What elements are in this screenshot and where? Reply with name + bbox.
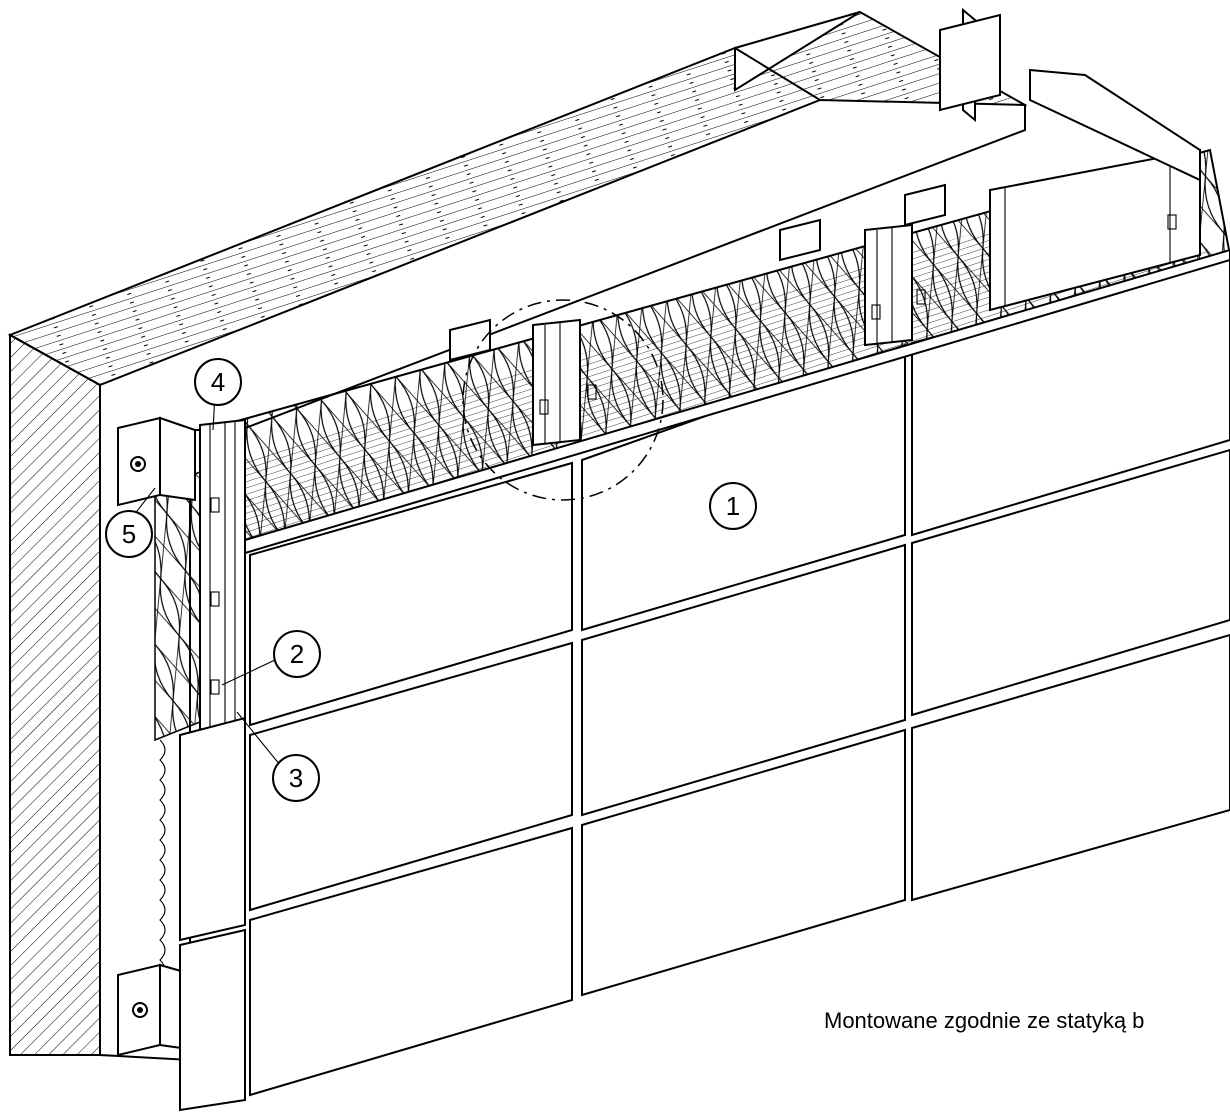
- panel-edge-1: [179, 716, 246, 942]
- vertical-rail-center: [532, 318, 597, 447]
- caption-text: Montowane zgodnie ze statyką b: [824, 1008, 1144, 1033]
- panel-r3-c1: [249, 826, 573, 1097]
- panel-r3-c2: [581, 728, 906, 997]
- vertical-rail-right: [864, 223, 926, 347]
- panel-edge-2: [179, 928, 246, 1112]
- callout-2: 2: [273, 630, 321, 678]
- callout-4-label: 4: [211, 367, 225, 397]
- wall-bracket-top: [117, 416, 196, 507]
- callout-3: 3: [272, 754, 320, 802]
- callout-1: 1: [709, 482, 757, 530]
- panel-top-edge: [244, 248, 1230, 555]
- panel-r1-c1: [249, 461, 573, 727]
- panel-r2-c1: [249, 641, 573, 912]
- vertical-rail-left: [199, 418, 246, 737]
- panel-r2-c2: [581, 543, 906, 817]
- callout-3-label: 3: [289, 763, 303, 793]
- cladding-panels: [179, 248, 1230, 1112]
- callout-1-label: 1: [726, 491, 740, 521]
- panel-r2-c3: [911, 448, 1230, 717]
- wall-side-face: [9, 333, 101, 1056]
- vertical-rail-far-right: [989, 148, 1201, 312]
- top-brackets: [449, 7, 1201, 362]
- callout-4: 4: [194, 358, 242, 406]
- callout-2-label: 2: [290, 639, 304, 669]
- panel-r3-c3: [911, 633, 1230, 902]
- callout-5: 5: [105, 510, 153, 558]
- callout-5-label: 5: [122, 519, 136, 549]
- detail-circle: [462, 299, 664, 501]
